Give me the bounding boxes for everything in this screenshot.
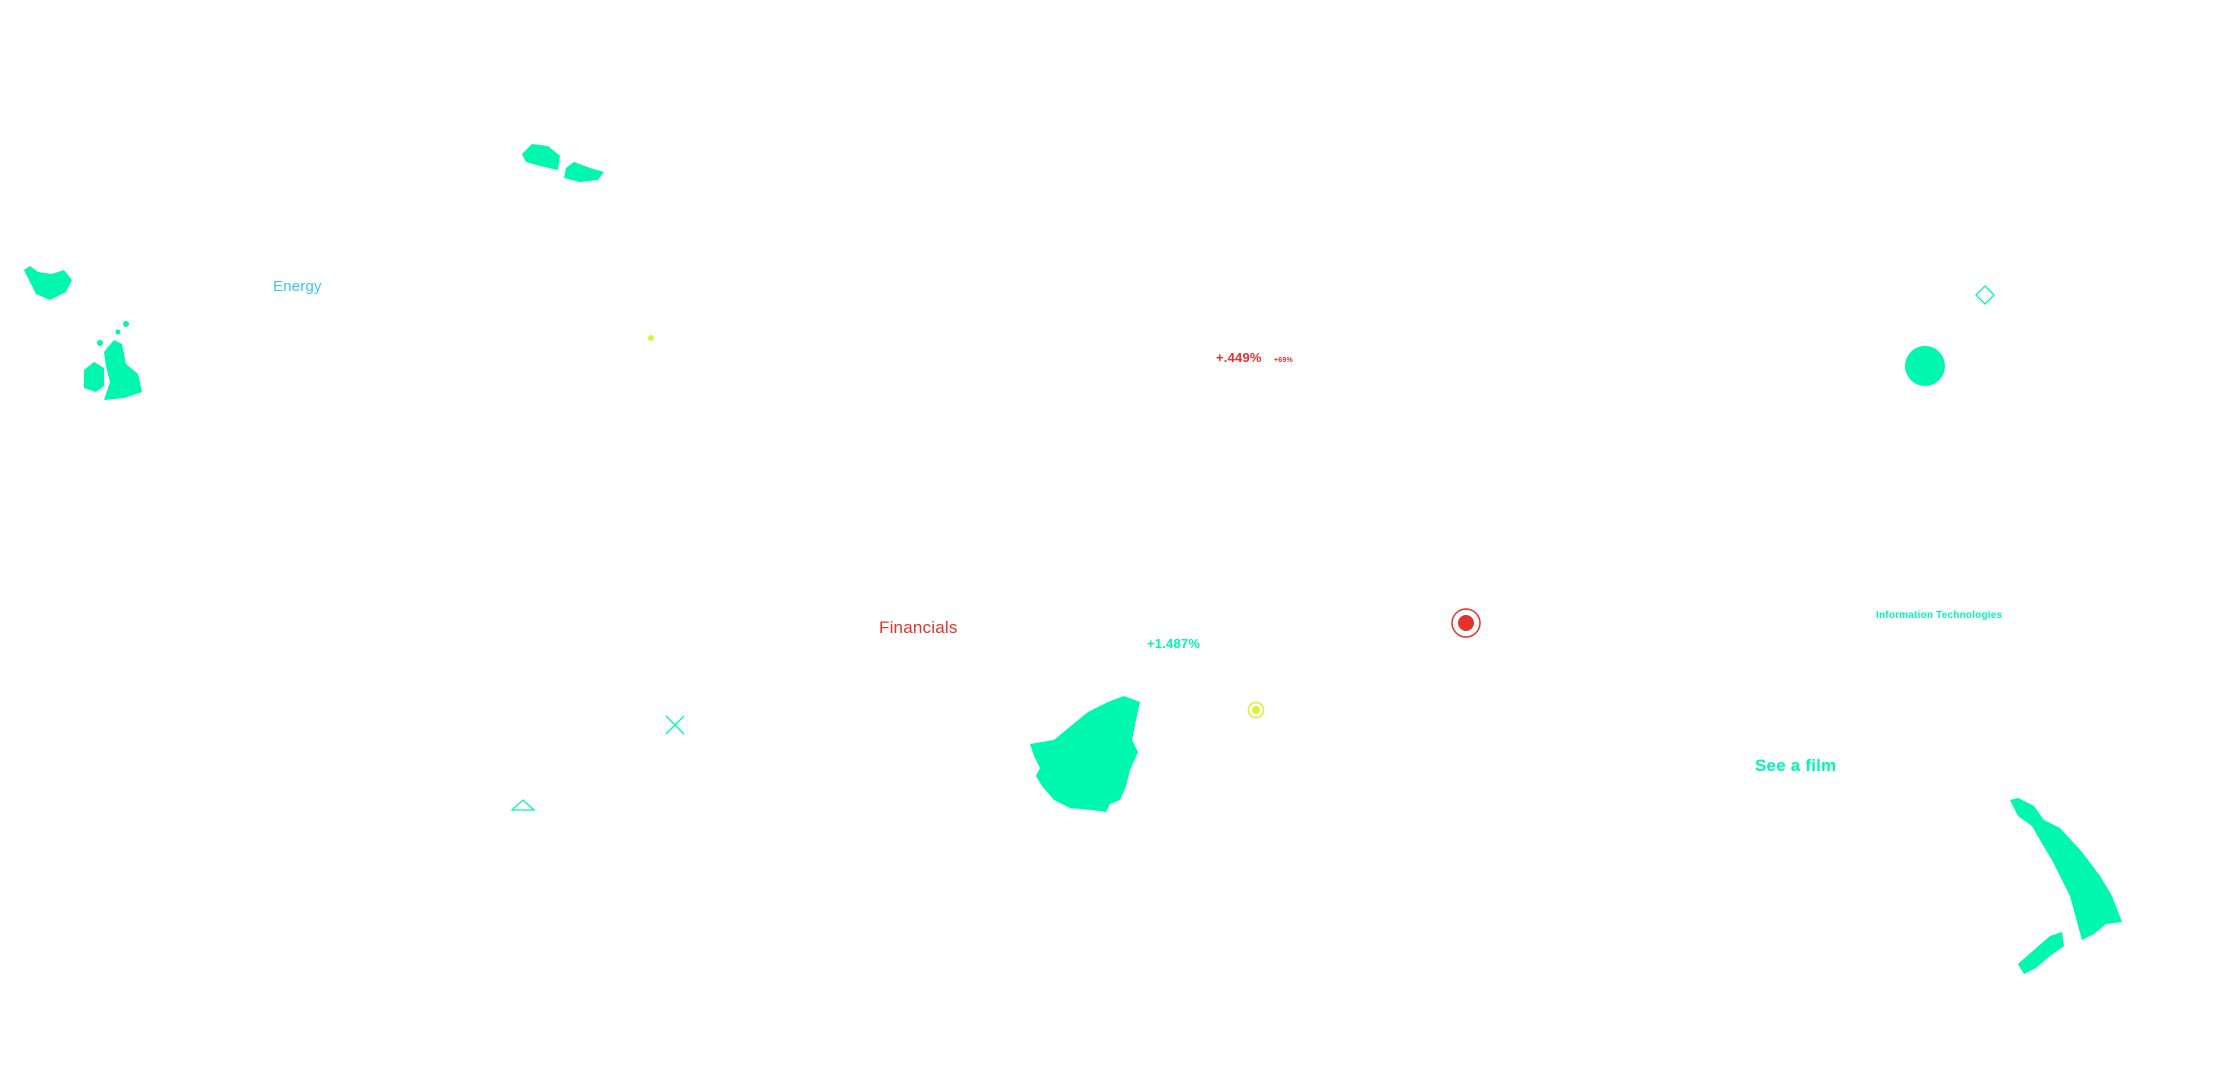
landmass-central: [1030, 696, 1140, 812]
target-dot-icon[interactable]: [1247, 701, 1265, 719]
landmass-southeast: [2010, 798, 2122, 974]
energy-label[interactable]: Energy: [273, 278, 322, 295]
landmass-northwest-a: [24, 266, 72, 300]
see-a-film-link[interactable]: See a film: [1755, 756, 1837, 775]
islet-west-a: [97, 340, 103, 346]
islet-west-c: [123, 321, 129, 327]
percentage-green: +1.487%: [1147, 636, 1201, 651]
yellow-dot-icon: [648, 335, 654, 341]
filled-circle-icon[interactable]: [1905, 346, 1945, 386]
landmass-southeast-b: [2018, 932, 2064, 974]
diamond-outline-icon[interactable]: [1975, 285, 1995, 305]
landmass-north-b: [564, 162, 604, 182]
percentage-red-secondary: +69%: [1274, 357, 1293, 364]
islet-west-b: [115, 329, 121, 335]
information-technologies-label[interactable]: Information Technologies: [1876, 610, 2003, 621]
landmass-west-b: [104, 340, 142, 400]
triangle-outline-icon: [510, 799, 536, 811]
landmass-southeast-a: [2010, 798, 2122, 940]
landmass-northwest: [24, 266, 72, 300]
landmass-north: [522, 144, 604, 182]
percentage-red-primary: +.449%: [1216, 350, 1262, 365]
financials-label[interactable]: Financials: [879, 618, 958, 637]
landmass-west: [84, 321, 142, 400]
x-cross-icon: [665, 715, 685, 735]
record-target-icon[interactable]: [1451, 608, 1481, 638]
landmass-north-a: [522, 144, 560, 170]
landmass-west-a: [84, 362, 104, 392]
